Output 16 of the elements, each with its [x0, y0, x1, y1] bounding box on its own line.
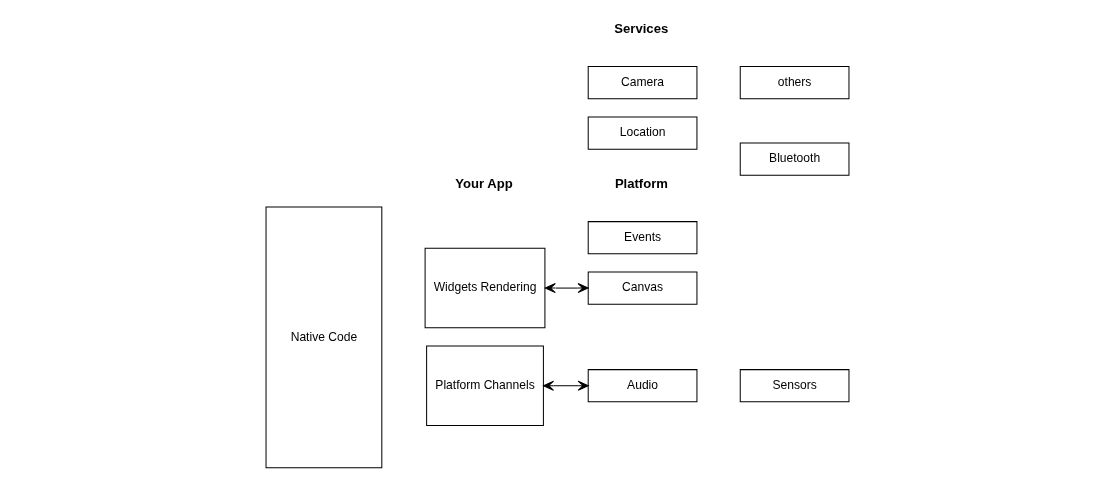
- arrow: [542, 380, 589, 391]
- label: Your App: [454, 175, 513, 191]
- node-box: Sensors: [739, 369, 849, 403]
- node-box: Bluetooth: [739, 142, 849, 176]
- node-box: Canvas: [587, 271, 697, 305]
- node-box: Widgets Rendering: [424, 247, 545, 329]
- node-box: others: [739, 66, 849, 100]
- node-box: Native Code: [265, 206, 382, 469]
- node-box: Events: [587, 221, 697, 255]
- node-box: Audio: [587, 369, 697, 403]
- label: Services: [613, 20, 668, 36]
- arrow: [544, 283, 589, 294]
- node-box: Platform Channels: [425, 345, 544, 426]
- label: Platform: [614, 175, 668, 191]
- node-box: Camera: [587, 66, 697, 100]
- node-box: Location: [587, 116, 697, 150]
